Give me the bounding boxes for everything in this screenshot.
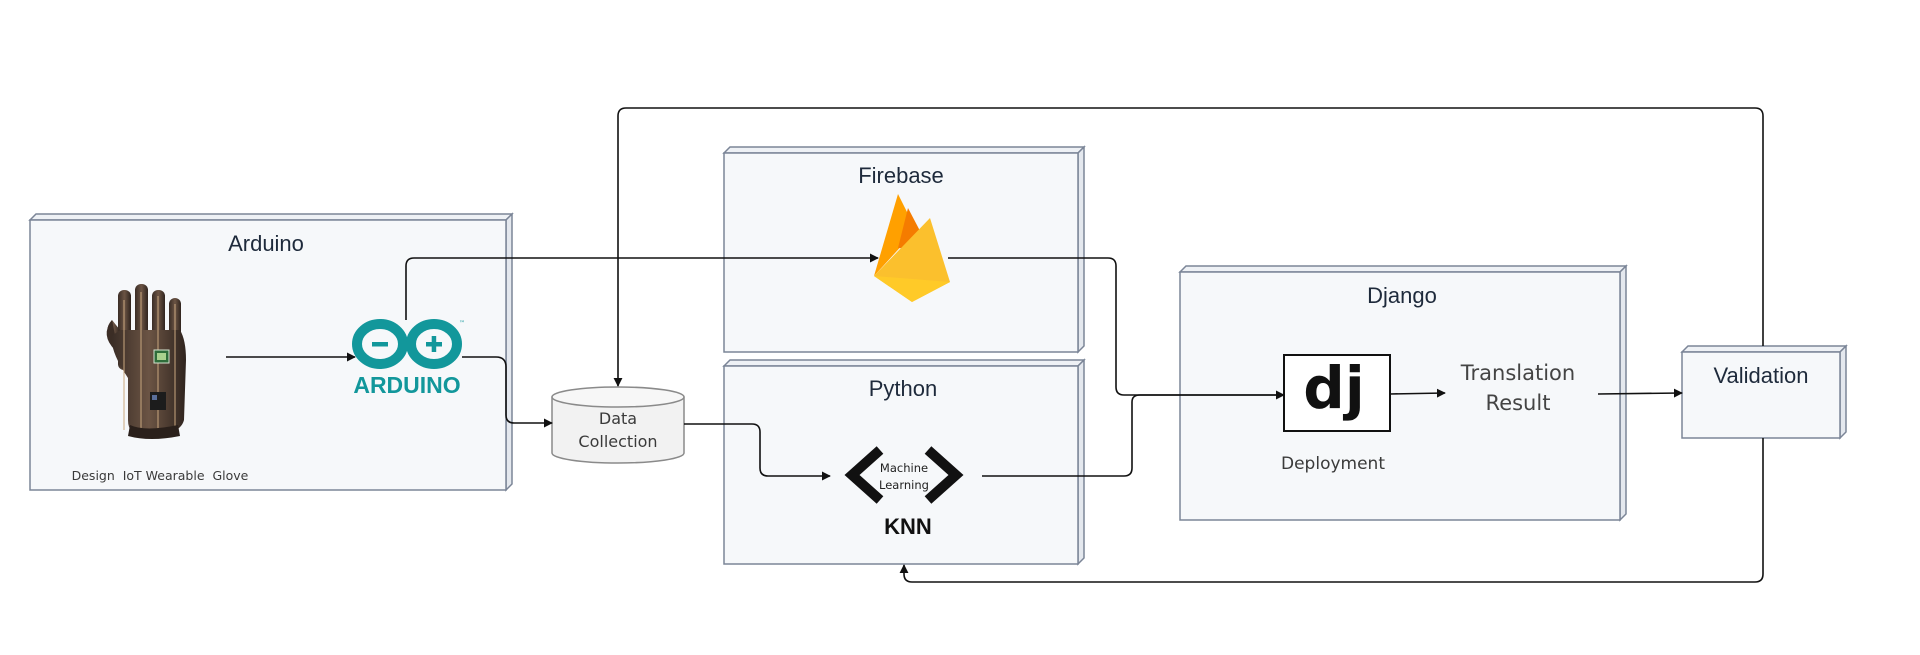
python-title: Python xyxy=(869,376,938,401)
wearable-glove-icon xyxy=(106,284,186,439)
data-collection-label-line1: Data xyxy=(599,409,637,428)
arduino-logo-icon: ™ xyxy=(352,319,465,369)
django-box xyxy=(1178,264,1628,522)
firebase-title: Firebase xyxy=(858,163,944,188)
deployment-label: Deployment xyxy=(1281,454,1385,474)
django-logo-icon xyxy=(1283,354,1391,432)
validation-title: Validation xyxy=(1714,363,1809,388)
validation-box xyxy=(1680,344,1848,440)
ml-label-line1: Machine xyxy=(880,461,928,475)
svg-text:™: ™ xyxy=(459,320,465,327)
translation-result-line1: Translation xyxy=(1460,361,1575,385)
arrow-arduino-to-data-collection xyxy=(462,356,553,428)
arrow-firebase-to-django xyxy=(948,257,1285,400)
firebase-flame-icon xyxy=(874,194,950,302)
arrow-data-collection-to-ml xyxy=(684,423,831,481)
django-title: Django xyxy=(1367,283,1437,308)
arrow-django-to-result xyxy=(1389,388,1446,398)
knn-label: KNN xyxy=(884,514,932,539)
arrow-validation-to-python xyxy=(899,438,1764,583)
arduino-caption: Design IoT Wearable Glove xyxy=(72,468,249,483)
machine-learning-icon xyxy=(844,446,964,504)
django-logo-text: dj xyxy=(1303,354,1364,422)
translation-result-line2: Result xyxy=(1486,391,1551,415)
arrow-result-to-validation xyxy=(1597,388,1683,398)
python-box xyxy=(722,358,1086,566)
arrow-arduino-to-firebase xyxy=(405,253,879,320)
arduino-logo-text: ARDUINO xyxy=(353,372,460,398)
arrow-validation-to-data-collection xyxy=(613,107,1764,387)
arrow-ml-to-django xyxy=(982,394,1284,477)
data-collection-label-line2: Collection xyxy=(578,432,657,451)
arduino-title: Arduino xyxy=(228,231,304,256)
data-collection-store xyxy=(551,386,685,464)
ml-label-line2: Learning xyxy=(879,478,929,492)
